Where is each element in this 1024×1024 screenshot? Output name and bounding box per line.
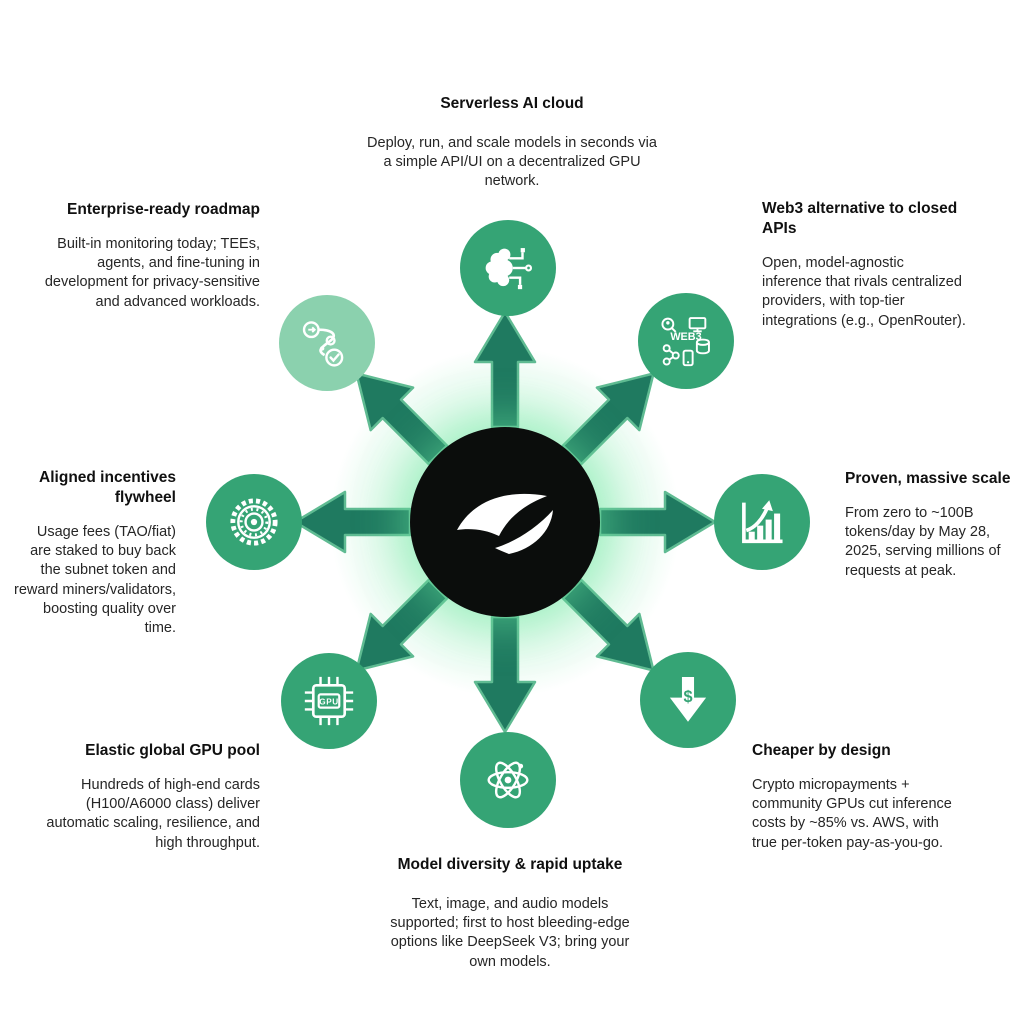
feature-title: Serverless AI cloud xyxy=(440,95,584,112)
center-hub xyxy=(410,427,600,617)
atom-icon xyxy=(487,761,529,799)
feature-icon-scale xyxy=(714,474,810,570)
arrow-top-right xyxy=(561,372,655,466)
feature-description: Hundreds of high-end cards (H100/A6000 c… xyxy=(46,776,260,851)
arrow-bottom xyxy=(473,615,537,734)
gpu-chip-icon: GPU xyxy=(304,676,354,726)
arrow-top-left xyxy=(355,372,449,466)
feature-description: Open, model-agnostic inference that riva… xyxy=(762,254,966,329)
feature-label-scale: Proven, massive scale From zero to ~100B… xyxy=(845,469,1013,581)
feature-label-cheaper: Cheaper by design Crypto micropayments +… xyxy=(752,741,962,853)
feature-description: Crypto micropayments + community GPUs cu… xyxy=(752,776,952,851)
feature-title: Aligned incentives flywheel xyxy=(39,469,176,506)
feature-label-roadmap: Enterprise-ready roadmap Built-in monito… xyxy=(38,200,260,312)
feature-title: Model diversity & rapid uptake xyxy=(397,856,623,873)
svg-text:$: $ xyxy=(683,688,692,706)
feature-title: Cheaper by design xyxy=(752,742,891,759)
feature-description: Deploy, run, and scale models in seconds… xyxy=(367,134,657,190)
feature-title: Web3 alternative to closed APIs xyxy=(762,200,958,237)
brain-circuit-icon xyxy=(485,248,533,290)
radial-arrows xyxy=(293,310,717,734)
feature-description: Text, image, and audio models supported;… xyxy=(390,895,630,970)
arrow-bottom-left xyxy=(355,578,449,672)
arrow-left xyxy=(293,490,412,554)
growth-chart-icon xyxy=(742,500,783,544)
svg-text:GPU: GPU xyxy=(319,697,339,706)
arrow-right xyxy=(598,490,717,554)
swoosh-logo-icon xyxy=(457,493,553,554)
dollar-down-arrow-icon: $ xyxy=(669,677,707,722)
feature-icon-web3: WEB3 xyxy=(638,293,734,389)
feature-icon-serverless xyxy=(460,220,556,316)
feature-description: From zero to ~100B tokens/day by May 28,… xyxy=(845,504,1001,579)
arrow-top xyxy=(473,310,537,429)
feature-title: Proven, massive scale xyxy=(845,470,1011,487)
feature-description: Usage fees (TAO/fiat) are staked to buy … xyxy=(14,523,176,637)
feature-title: Enterprise-ready roadmap xyxy=(67,201,260,218)
roadmap-path-icon xyxy=(302,321,344,367)
feature-description: Built-in monitoring today; TEEs, agents,… xyxy=(44,235,260,310)
svg-text:WEB3: WEB3 xyxy=(670,331,701,343)
flywheel-gear-icon xyxy=(230,498,278,546)
feature-title: Elastic global GPU pool xyxy=(85,742,260,759)
feature-label-web3: Web3 alternative to closed APIs Open, mo… xyxy=(762,199,967,331)
feature-icon-diversity xyxy=(460,732,556,828)
feature-icon-roadmap xyxy=(279,295,375,391)
feature-label-gpu-pool: Elastic global GPU pool Hundreds of high… xyxy=(46,741,260,853)
feature-icon-cheaper: $ xyxy=(640,652,736,748)
arrow-bottom-right xyxy=(561,578,655,672)
feature-icon-flywheel xyxy=(206,474,302,570)
web3-network-icon: WEB3 xyxy=(661,317,710,367)
feature-label-flywheel: Aligned incentives flywheel Usage fees (… xyxy=(14,468,176,638)
feature-icon-gpu-pool: GPU xyxy=(281,653,377,749)
feature-label-diversity: Model diversity & rapid uptake Text, ima… xyxy=(378,855,642,972)
feature-label-serverless: Serverless AI cloud Deploy, run, and sca… xyxy=(362,94,662,192)
